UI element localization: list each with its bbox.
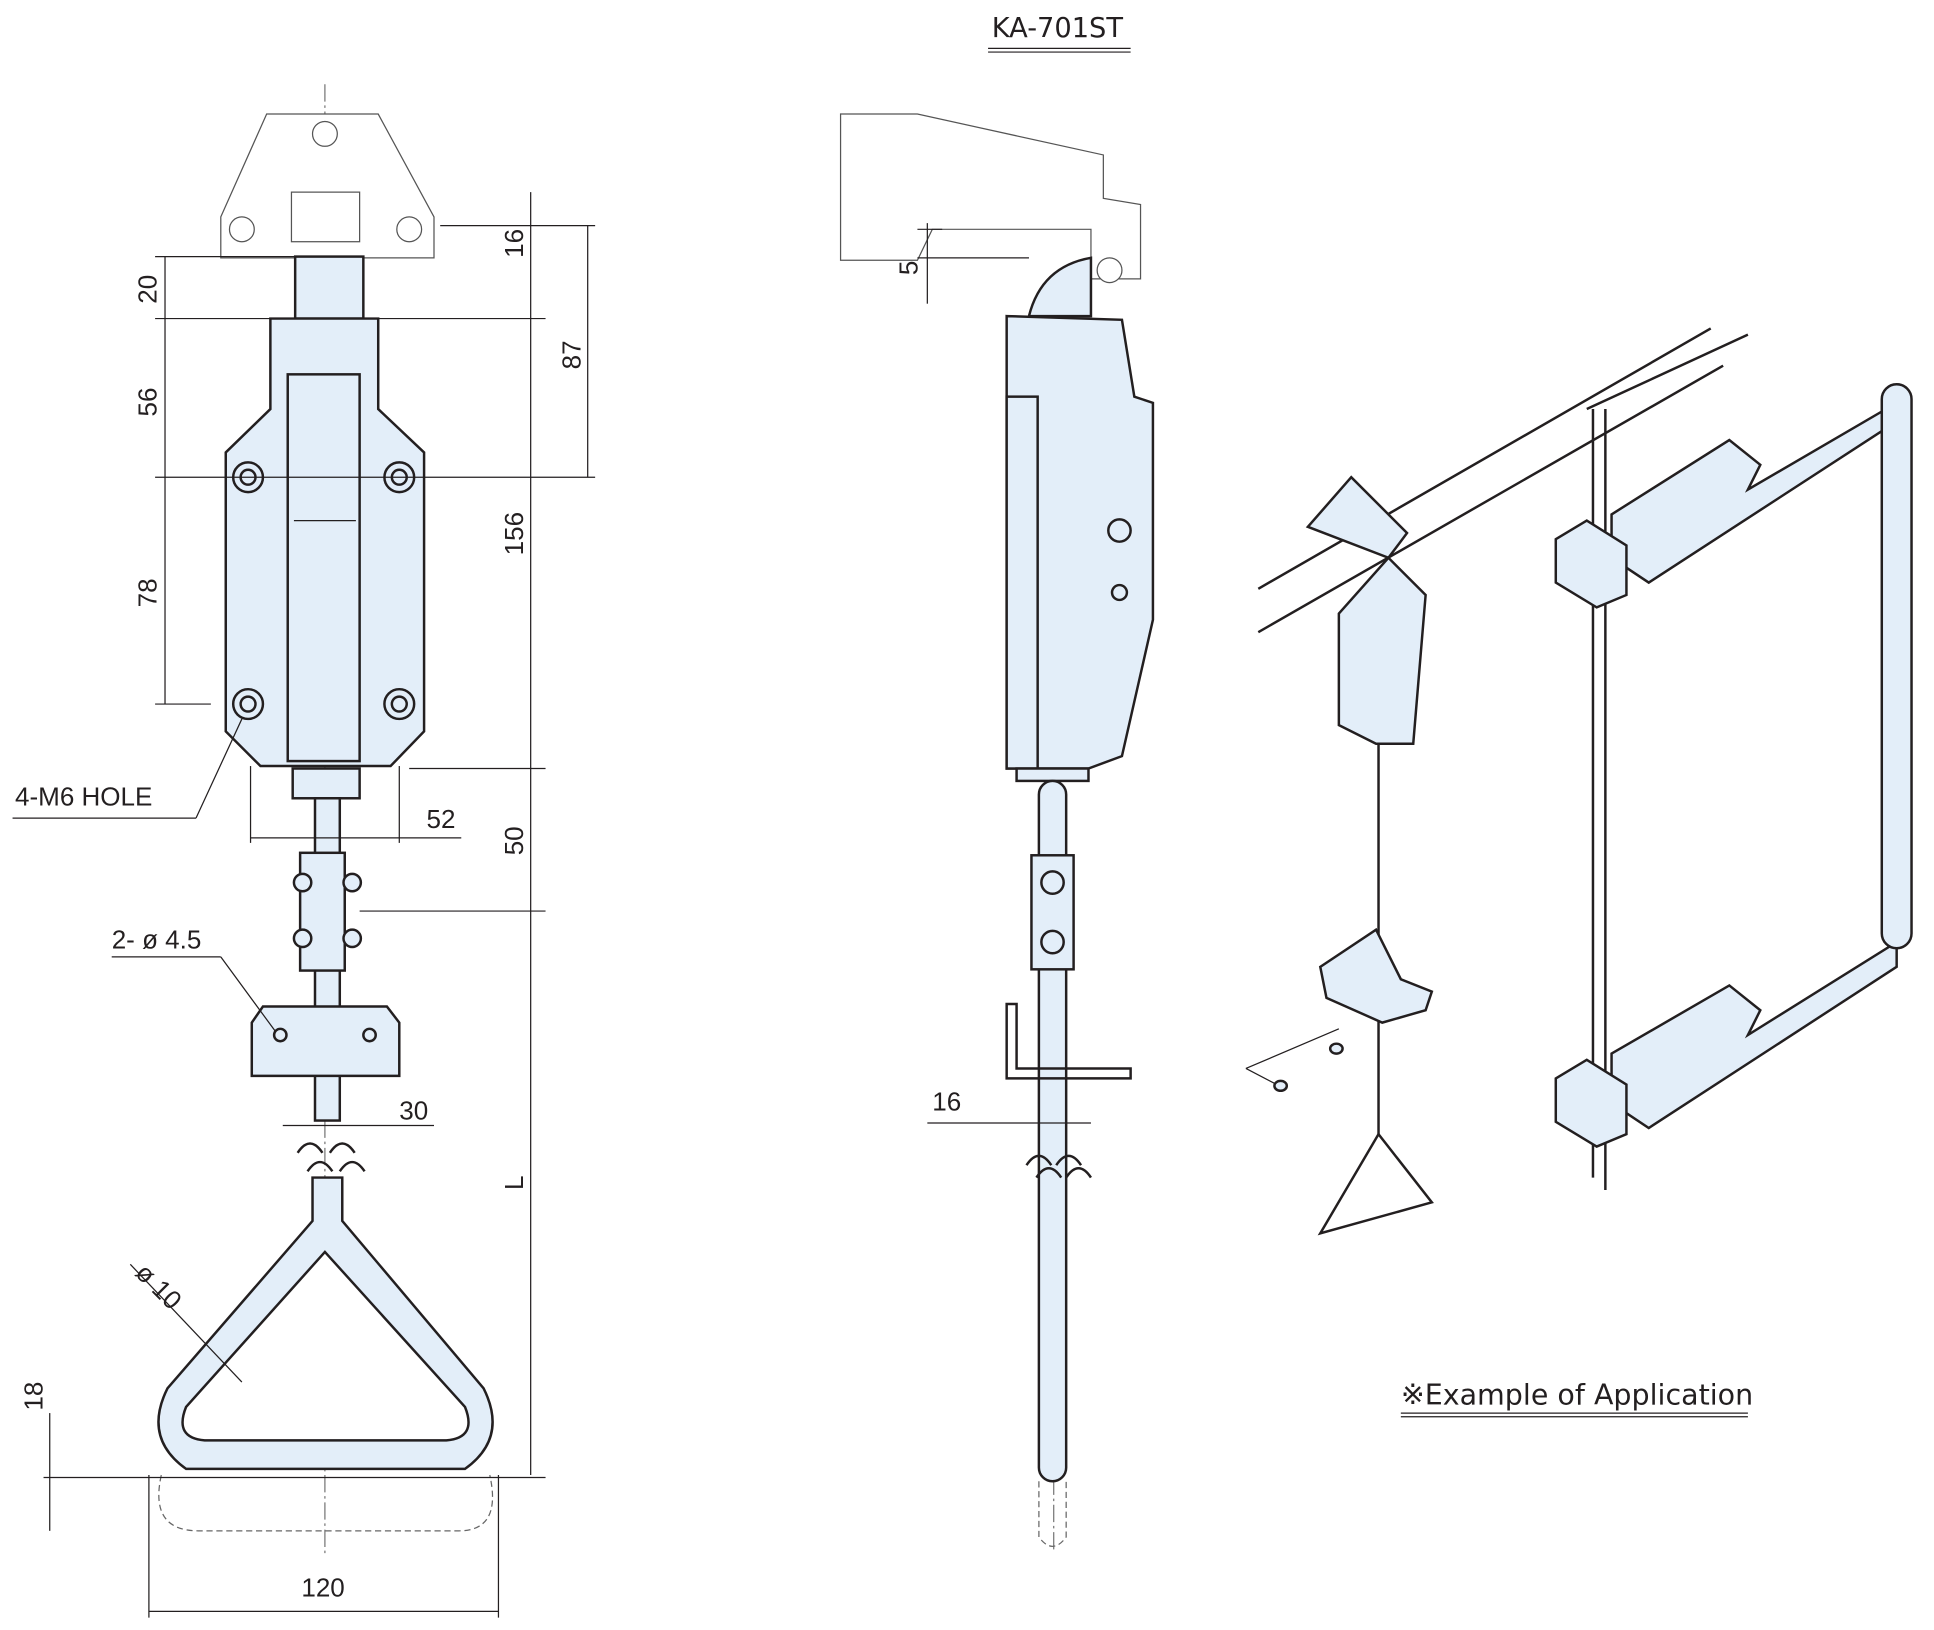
callout-2-dia-4.5: 2- ø 4.5 bbox=[112, 924, 202, 954]
drawing-title: KA-701ST bbox=[992, 13, 1124, 44]
dim-20: 20 bbox=[132, 275, 162, 304]
latch-bolt bbox=[293, 255, 365, 320]
latch-bolt-side bbox=[1027, 256, 1093, 318]
latch-on-door bbox=[1337, 555, 1427, 745]
dim-50: 50 bbox=[499, 826, 529, 855]
callout-4-m6-hole: 4-M6 HOLE bbox=[15, 782, 152, 812]
dim-156: 156 bbox=[499, 512, 529, 555]
rod-guide-bracket bbox=[250, 1005, 401, 1078]
dim-dia-10: ø 10 bbox=[130, 1257, 188, 1315]
dim-56: 56 bbox=[132, 388, 162, 417]
hinge-upper bbox=[1610, 400, 1898, 585]
dim-120: 120 bbox=[301, 1573, 344, 1603]
dim-87: 87 bbox=[556, 340, 586, 369]
dim-18: 18 bbox=[18, 1382, 48, 1411]
dim-5: 5 bbox=[893, 261, 923, 275]
application-example: ※Example of Application bbox=[1245, 327, 1913, 1418]
strike-side bbox=[839, 113, 1142, 280]
dimensions: 16 20 87 56 156 78 4-M6 HOLE 52 50 2- ø … bbox=[12, 192, 596, 1618]
dim-16-side: 16 bbox=[932, 1087, 961, 1117]
side-view: 5 16 bbox=[839, 113, 1155, 1550]
hinge-pin bbox=[1880, 383, 1913, 950]
dim-30: 30 bbox=[399, 1095, 428, 1125]
front-view: 16 20 87 56 156 78 4-M6 HOLE 52 50 2- ø … bbox=[12, 84, 596, 1618]
hinge-lower bbox=[1610, 939, 1898, 1130]
dim-16: 16 bbox=[499, 229, 529, 258]
dim-L: L bbox=[499, 1175, 529, 1189]
dim-78: 78 bbox=[132, 578, 162, 607]
dim-52: 52 bbox=[427, 804, 456, 834]
application-caption: ※Example of Application bbox=[1401, 1378, 1753, 1411]
strike-plate bbox=[220, 113, 435, 259]
rod-coupling bbox=[298, 851, 346, 972]
